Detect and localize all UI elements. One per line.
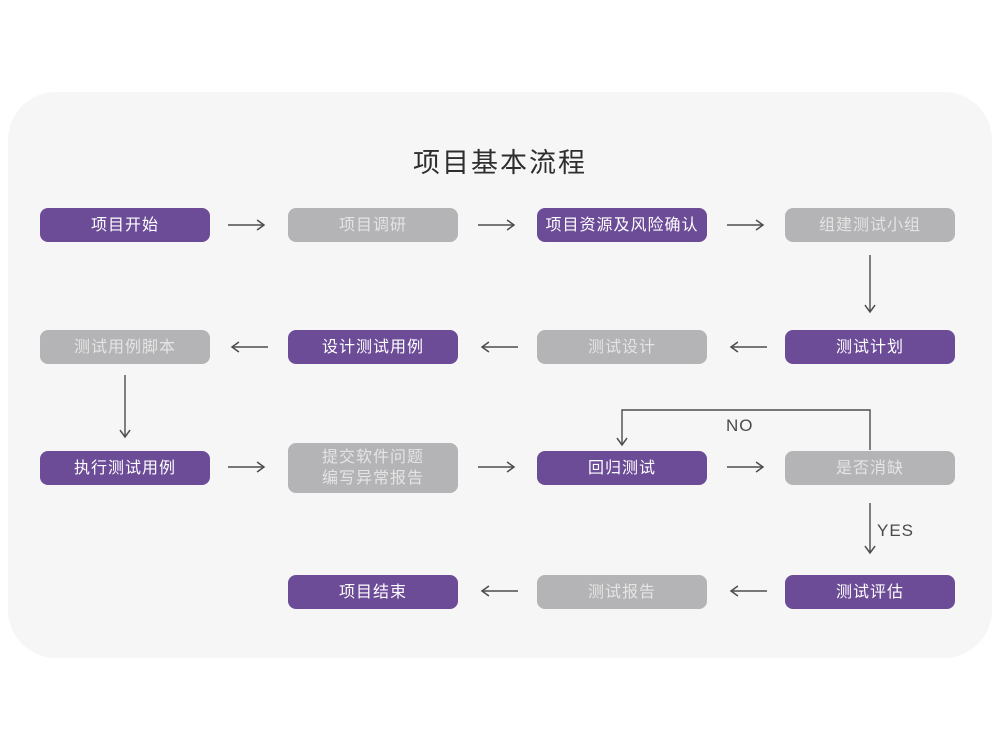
node-defect-cleared: 是否消缺 xyxy=(785,451,955,485)
node-test-evaluation: 测试评估 xyxy=(785,575,955,609)
node-test-design: 测试设计 xyxy=(537,330,707,364)
edge-label-no: NO xyxy=(726,416,754,435)
node-submit-issue-report: 提交软件问题 编写异常报告 xyxy=(288,443,458,493)
node-design-test-case: 设计测试用例 xyxy=(288,330,458,364)
node-project-start: 项目开始 xyxy=(40,208,210,242)
edge-label-yes: YES xyxy=(877,521,915,540)
node-execute-test-case: 执行测试用例 xyxy=(40,451,210,485)
node-test-case-script: 测试用例脚本 xyxy=(40,330,210,364)
node-test-plan: 测试计划 xyxy=(785,330,955,364)
node-project-research: 项目调研 xyxy=(288,208,458,242)
node-resources-risk: 项目资源及风险确认 xyxy=(537,208,707,242)
node-project-end: 项目结束 xyxy=(288,575,458,609)
node-regression-test: 回归测试 xyxy=(537,451,707,485)
arrow-no-loop xyxy=(616,409,871,450)
flowchart-card xyxy=(8,92,992,658)
page-title: 项目基本流程 xyxy=(413,148,587,178)
node-test-report: 测试报告 xyxy=(537,575,707,609)
node-build-test-team: 组建测试小组 xyxy=(785,208,955,242)
